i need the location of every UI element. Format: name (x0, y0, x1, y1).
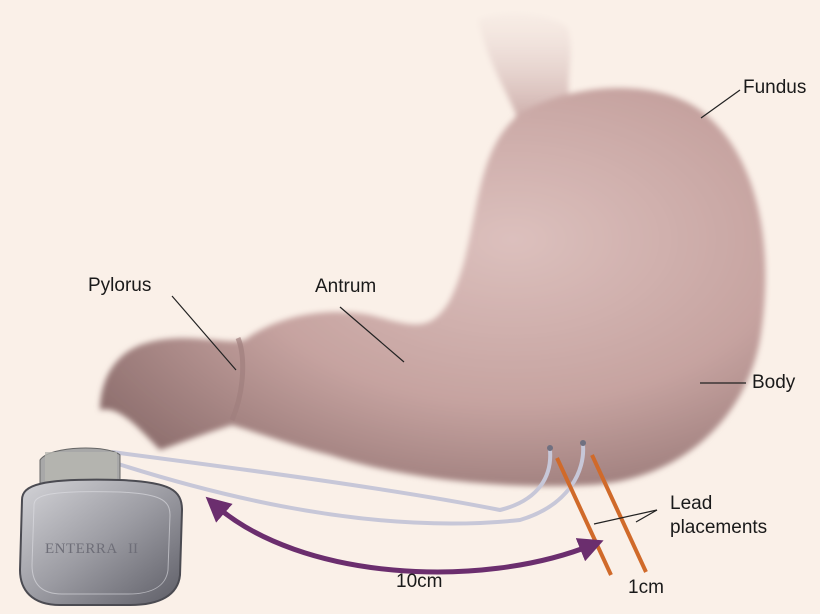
lead-tip-1 (547, 445, 553, 451)
label-body: Body (752, 372, 795, 394)
device-brand-text: ENTERRA (45, 541, 118, 557)
label-lead-placements-2: placements (670, 517, 767, 539)
stimulator-device: ENTERRA II (20, 448, 182, 605)
label-antrum: Antrum (315, 276, 376, 298)
lead-tip-2 (580, 440, 586, 446)
device-model-text: II (128, 541, 138, 557)
label-1cm: 1cm (628, 577, 664, 599)
lead-leader-1 (594, 510, 657, 524)
label-pylorus: Pylorus (88, 275, 151, 297)
label-fundus: Fundus (743, 77, 806, 99)
stomach-shape (100, 88, 765, 486)
fundus-leader (701, 90, 740, 118)
label-10cm: 10cm (396, 571, 442, 593)
label-lead-placements-1: Lead (670, 493, 712, 515)
